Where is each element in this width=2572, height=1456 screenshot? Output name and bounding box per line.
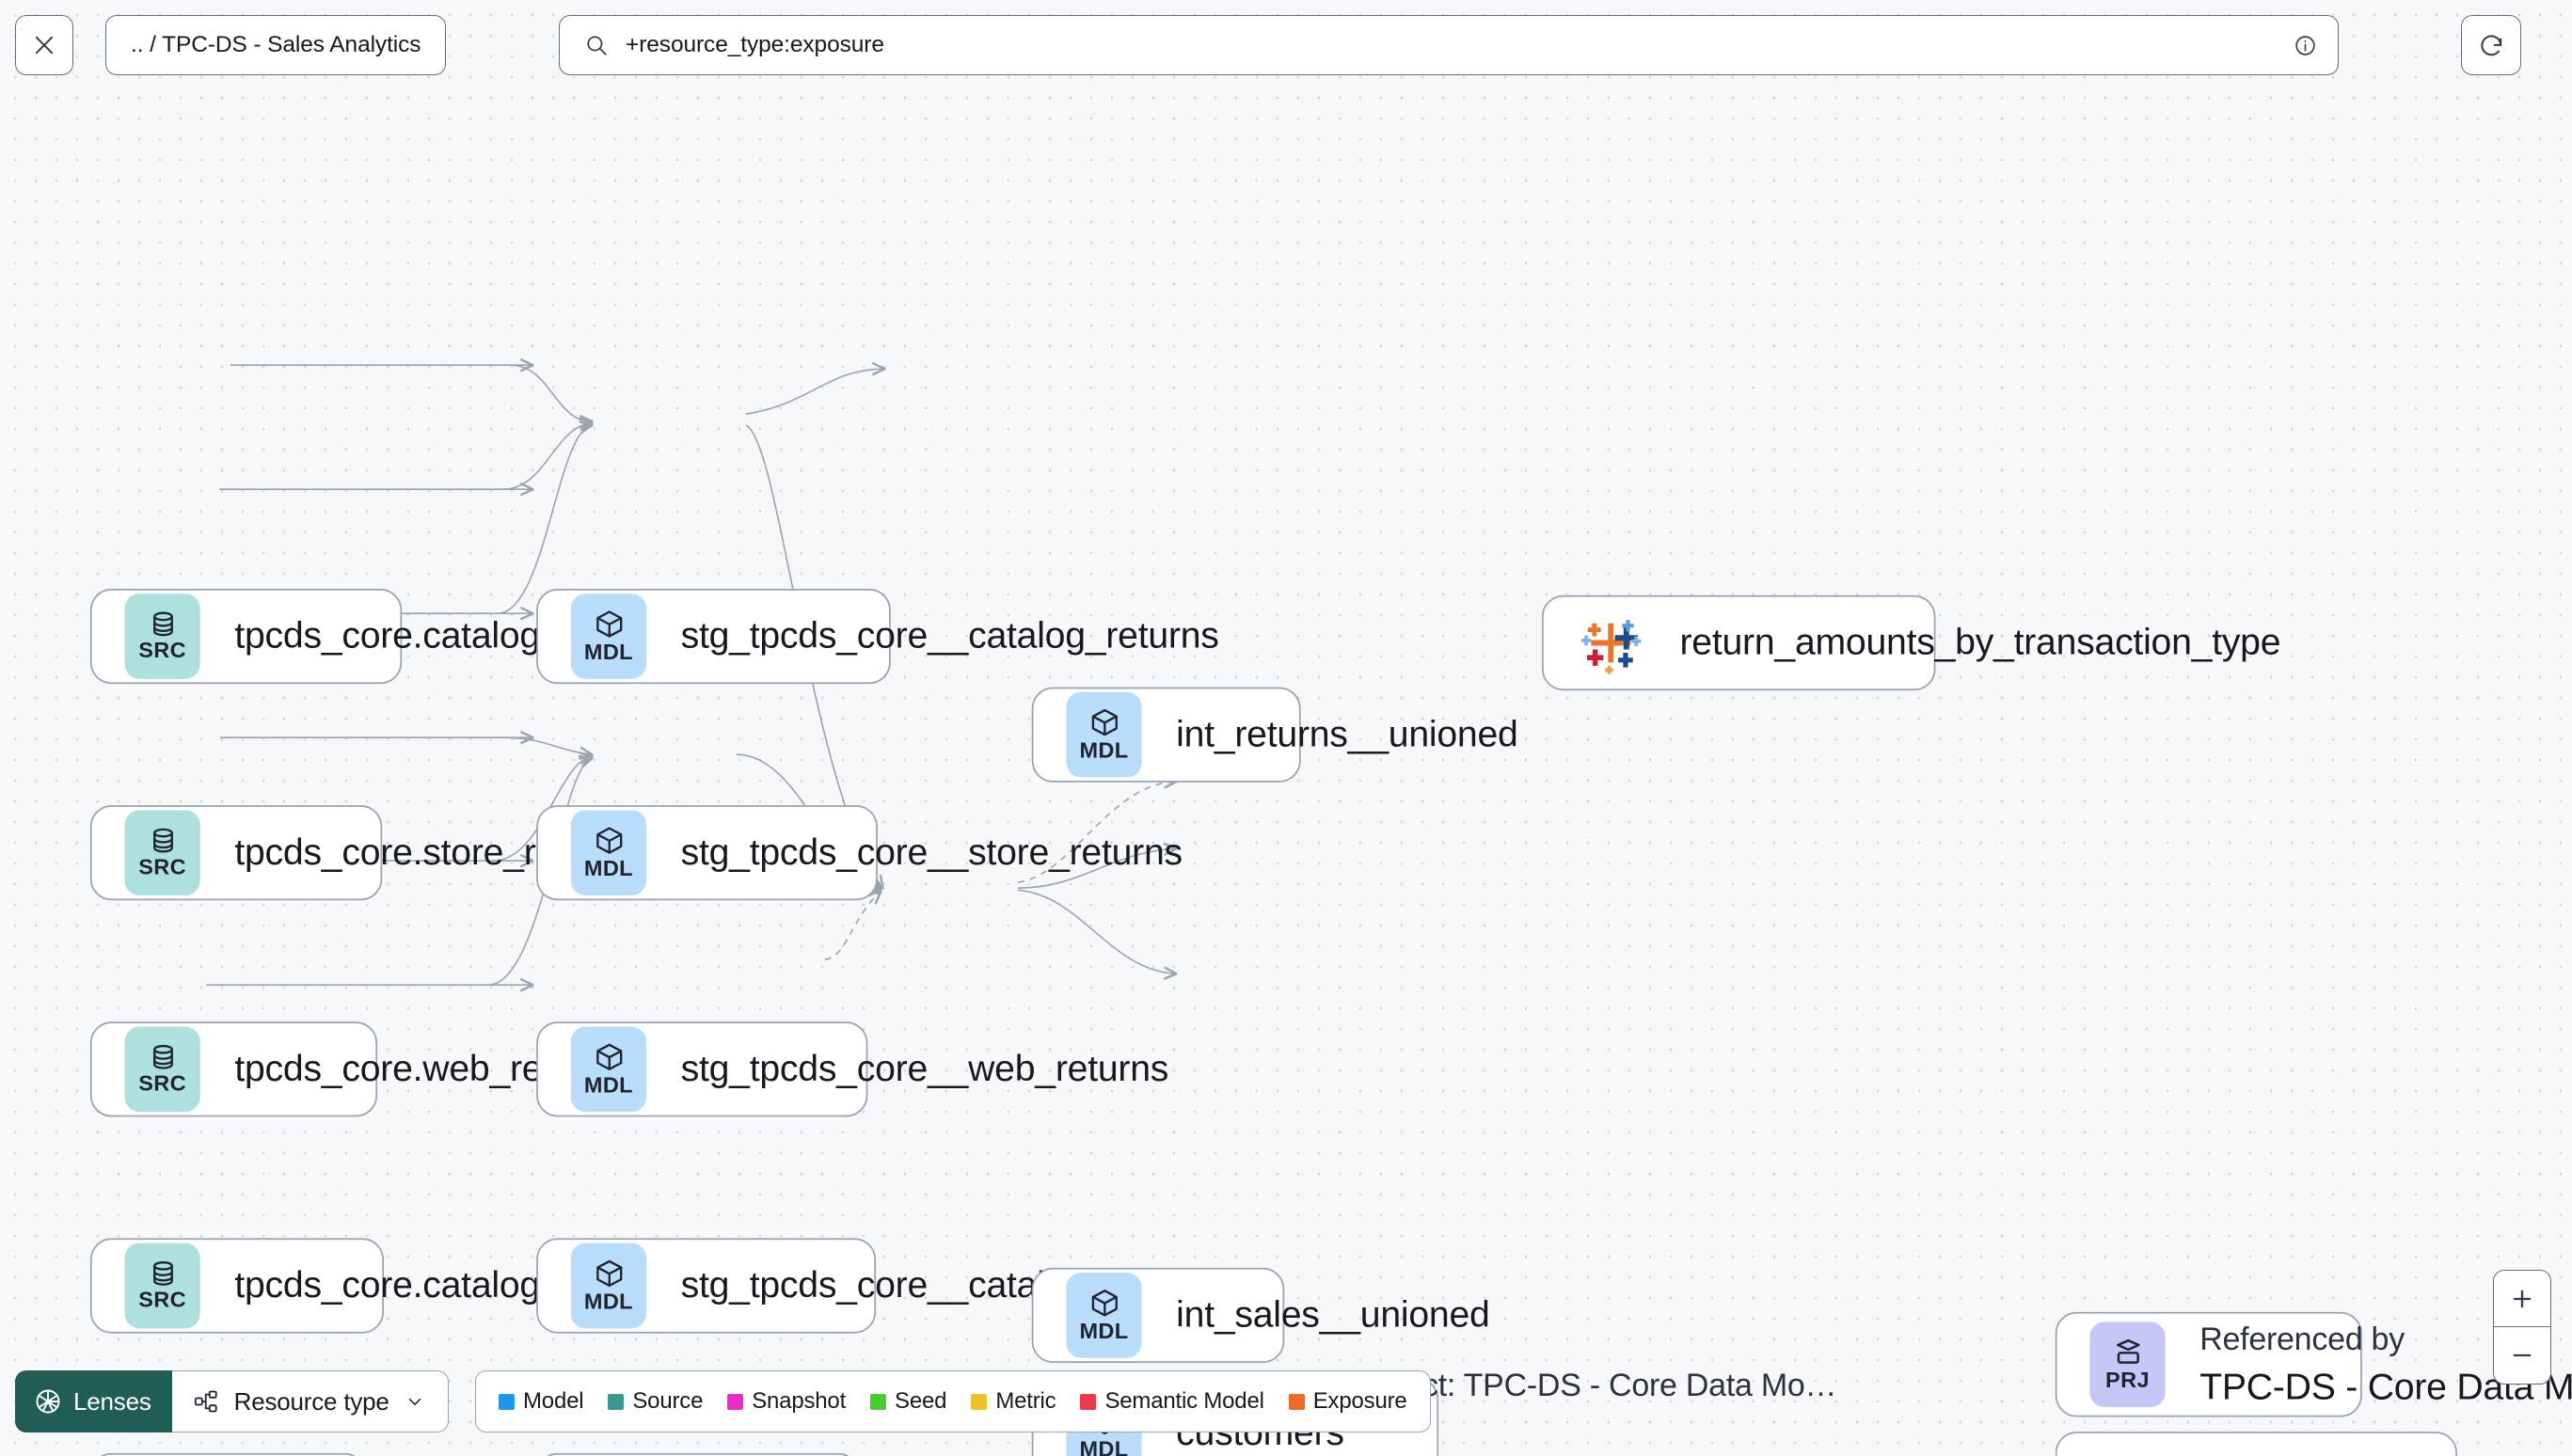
node-src-catalog-returns[interactable]: SRC tpcds_core.catalog_returns	[89, 588, 674, 685]
node-title: stg_tpcds_core__catalog_sales	[680, 1264, 1191, 1306]
model-badge-icon: MDL	[1066, 691, 1142, 778]
zoom-out-button[interactable]	[2494, 1327, 2550, 1384]
node-src-store-returns[interactable]: SRC tpcds_core.store_returns	[89, 805, 638, 901]
legend-item-source[interactable]: Source	[608, 1388, 703, 1415]
node-int-sales-unioned[interactable]: MDL int_sales__unioned	[1031, 1267, 1490, 1363]
legend-item-model[interactable]: Model	[499, 1388, 584, 1415]
lenses-control-group: Lenses Resource type	[15, 1370, 449, 1432]
lenses-label: Lenses	[73, 1386, 151, 1416]
legend-swatch	[1080, 1393, 1097, 1410]
resource-type-dropdown[interactable]: Resource type	[171, 1370, 449, 1432]
model-badge-icon: MDL	[1066, 1273, 1142, 1358]
badge-label: MDL	[583, 856, 633, 881]
legend-swatch	[870, 1393, 887, 1410]
model-badge-icon: MDL	[570, 810, 646, 896]
badge-label: MDL	[583, 640, 633, 665]
legend-item-semantic-model[interactable]: Semantic Model	[1080, 1388, 1264, 1415]
legend-label: Model	[523, 1388, 584, 1414]
legend-swatch	[608, 1393, 625, 1410]
node-title: return_amounts_by_transaction_type	[1679, 621, 2281, 663]
legend-label: Semantic Model	[1104, 1388, 1264, 1414]
badge-label: MDL	[1079, 1319, 1129, 1344]
node-stg-catalog-returns[interactable]: MDL stg_tpcds_core__catalog_returns	[536, 588, 1219, 685]
top-toolbar: .. / TPC-DS - Sales Analytics +resource_…	[0, 0, 2572, 106]
legend-swatch	[1288, 1393, 1305, 1410]
badge-label: MDL	[1079, 1435, 1129, 1456]
legend-swatch	[727, 1393, 744, 1410]
legend-swatch	[499, 1393, 515, 1410]
legend-swatch	[971, 1393, 988, 1410]
node-title: stg_tpcds_core__web_returns	[680, 1048, 1169, 1089]
badge-label: SRC	[138, 1071, 186, 1097]
legend-label: Source	[632, 1388, 704, 1414]
node-title: int_sales__unioned	[1176, 1293, 1490, 1336]
legend-item-seed[interactable]: Seed	[870, 1388, 947, 1415]
node-first-workbook-exposure[interactable]: first_workbook_attached_to_tpc-ds_-_…	[2055, 1432, 2457, 1456]
resource-type-label: Resource type	[233, 1386, 389, 1416]
badge-label: MDL	[583, 1072, 633, 1098]
legend-item-metric[interactable]: Metric	[971, 1388, 1056, 1415]
source-badge-icon: SRC	[124, 1026, 200, 1113]
resource-type-legend: Model Source Snapshot Seed Metric Semant…	[475, 1370, 1431, 1432]
badge-label: MDL	[583, 1289, 633, 1315]
close-button[interactable]	[15, 15, 73, 75]
badge-label: PRJ	[2105, 1368, 2150, 1393]
node-stg-web-returns[interactable]: MDL stg_tpcds_core__web_returns	[536, 1021, 1169, 1117]
model-badge-icon: MDL	[570, 593, 646, 679]
node-title: tpcds_core.store_returns	[234, 831, 638, 873]
refresh-button[interactable]	[2461, 15, 2521, 75]
chevron-down-icon	[405, 1391, 425, 1412]
badge-label: SRC	[138, 854, 186, 880]
node-return-amounts-exposure[interactable]: return_amounts_by_transaction_type	[1542, 594, 2281, 691]
badge-label: MDL	[1079, 738, 1129, 764]
badge-label: SRC	[138, 638, 186, 663]
minus-icon	[2509, 1342, 2535, 1369]
model-badge-icon: MDL	[570, 1026, 646, 1113]
search-query-text: +resource_type:exposure	[626, 32, 884, 57]
source-badge-icon: SRC	[124, 810, 200, 896]
legend-item-snapshot[interactable]: Snapshot	[727, 1388, 846, 1415]
breadcrumb[interactable]: .. / TPC-DS - Sales Analytics	[105, 15, 447, 75]
refresh-icon	[2478, 32, 2505, 59]
project-badge-icon: PRJ	[2089, 1321, 2166, 1408]
node-title: tpcds_core.catalog_returns	[234, 614, 674, 657]
zoom-controls	[2493, 1270, 2551, 1385]
node-src-catalog-sales[interactable]: SRC tpcds_core.catalog_sales	[89, 1238, 645, 1334]
tableau-workbook-icon	[1577, 609, 1645, 677]
legend-label: Snapshot	[752, 1388, 847, 1414]
legend-item-exposure[interactable]: Exposure	[1288, 1388, 1407, 1415]
node-stg-store-returns[interactable]: MDL stg_tpcds_core__store_returns	[536, 805, 1183, 901]
zoom-in-button[interactable]	[2494, 1271, 2550, 1327]
aperture-icon	[34, 1387, 62, 1416]
breadcrumb-label: .. / TPC-DS - Sales Analytics	[131, 32, 421, 57]
search-icon	[584, 33, 609, 57]
node-title: stg_tpcds_core__store_returns	[680, 831, 1183, 873]
close-icon	[31, 32, 57, 58]
node-title: stg_tpcds_core__catalog_returns	[680, 614, 1219, 657]
search-input[interactable]: +resource_type:exposure	[559, 15, 2339, 75]
info-circle-icon[interactable]	[2294, 34, 2317, 57]
source-badge-icon: SRC	[124, 1242, 200, 1329]
source-badge-icon: SRC	[124, 593, 200, 679]
node-title: tpcds_core.catalog_sales	[234, 1264, 645, 1306]
node-stg-catalog-sales[interactable]: MDL stg_tpcds_core__catalog_sales	[536, 1238, 1191, 1334]
lenses-button[interactable]: Lenses	[15, 1370, 172, 1432]
node-int-returns-unioned[interactable]: MDL int_returns__unioned	[1031, 687, 1518, 783]
node-graph-icon	[193, 1388, 219, 1415]
plus-icon	[2509, 1286, 2535, 1312]
bottom-toolbar: Lenses Resource type	[0, 1348, 2572, 1456]
badge-label: SRC	[138, 1288, 186, 1313]
legend-label: Exposure	[1312, 1388, 1407, 1414]
model-badge-icon: MDL	[570, 1242, 646, 1329]
node-title: int_returns__unioned	[1176, 713, 1518, 755]
node-title: tpcds_core.web_returns	[234, 1048, 624, 1089]
legend-label: Metric	[995, 1388, 1056, 1414]
legend-label: Seed	[895, 1388, 947, 1414]
node-src-web-returns[interactable]: SRC tpcds_core.web_returns	[89, 1021, 624, 1117]
